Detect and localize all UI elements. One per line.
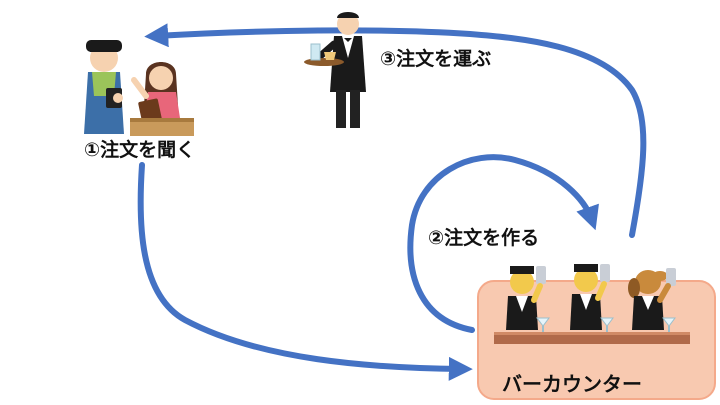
step-take-order-label: ①注文を聞く <box>84 139 196 161</box>
step-deliver-order-label: ③注文を運ぶ <box>380 48 492 70</box>
arrow-make-order-loop <box>407 154 599 333</box>
customer-with-menu-illustration <box>130 62 194 136</box>
staff-taking-order-illustration <box>84 40 124 134</box>
arrow-counter-to-waiter <box>144 23 647 238</box>
arrow-order-to-counter <box>137 162 473 381</box>
bar-counter-label: バーカウンター <box>502 372 642 396</box>
bartenders-illustration <box>506 264 676 332</box>
waiter-carrying-order-illustration <box>304 12 366 128</box>
step-make-order-label: ②注文を作る <box>428 227 540 249</box>
